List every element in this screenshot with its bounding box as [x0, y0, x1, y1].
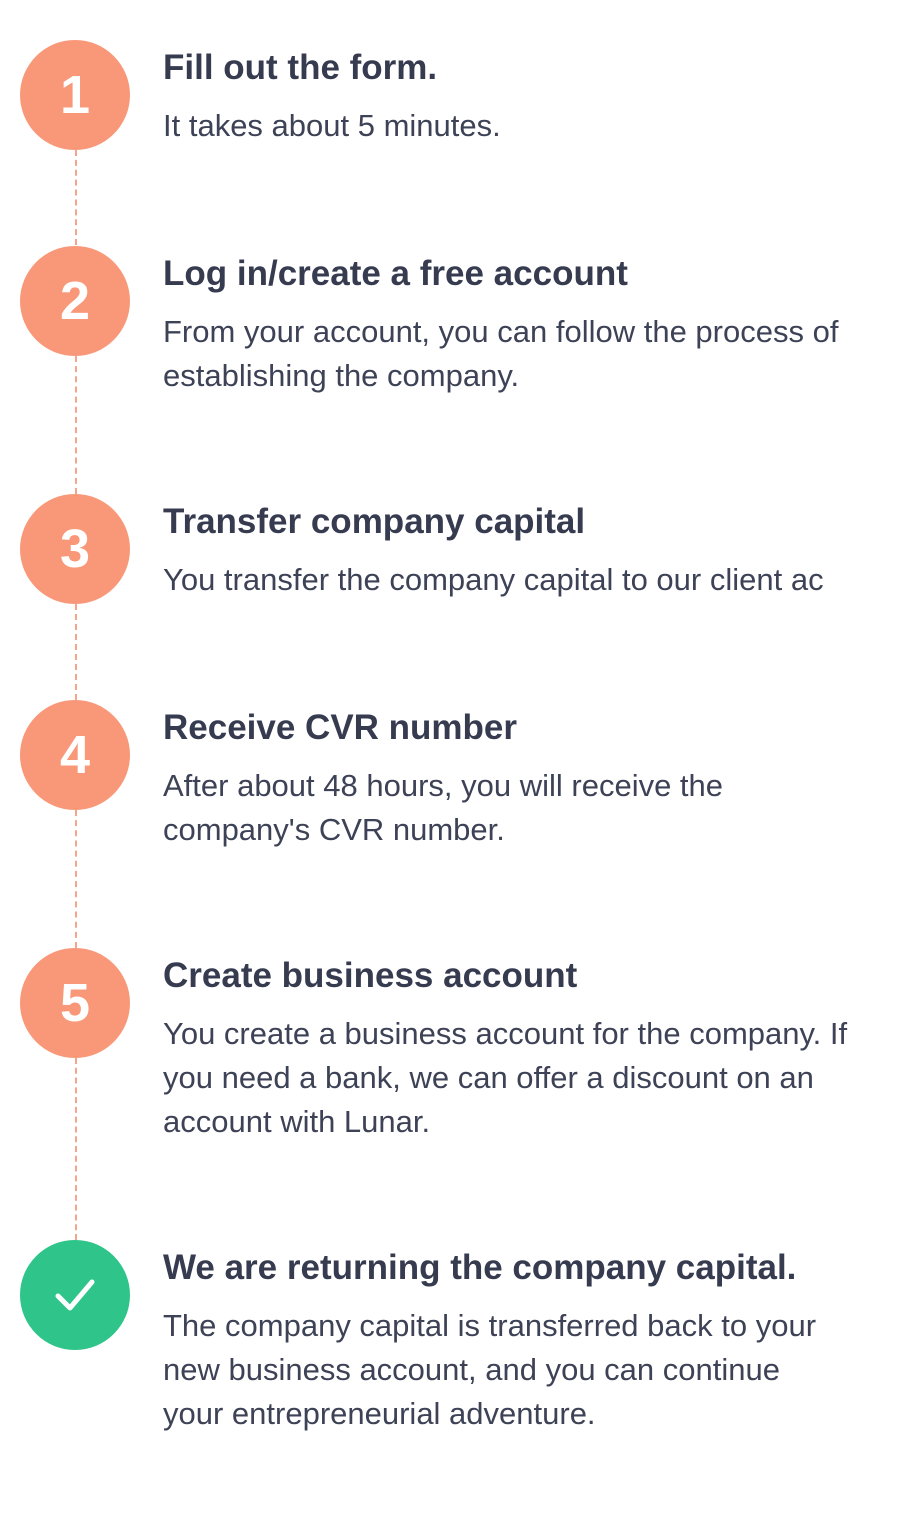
- step-number-badge: 4: [20, 700, 130, 810]
- step-title: Create business account: [163, 956, 578, 995]
- step-number-badge: 1: [20, 40, 130, 150]
- step-number: 2: [59, 271, 91, 331]
- step-content: Fill out the form. It takes about 5 minu…: [163, 48, 900, 148]
- step-description: You create a business account for the co…: [163, 1016, 848, 1139]
- timeline-connector: [75, 1058, 77, 1240]
- step-content: Create business account You create a bus…: [163, 956, 900, 1144]
- step-content: Log in/create a free account From your a…: [163, 254, 900, 398]
- step-number: 5: [59, 973, 91, 1033]
- step-content: We are returning the company capital. Th…: [163, 1248, 900, 1436]
- step-description: It takes about 5 minutes.: [163, 108, 501, 143]
- step-description: You transfer the company capital to our …: [163, 562, 824, 597]
- step-description: After about 48 hours, you will receive t…: [163, 768, 724, 847]
- step-number-badge: 2: [20, 246, 130, 356]
- checkmark-icon: [55, 1279, 95, 1311]
- step-description: From your account, you can follow the pr…: [163, 314, 839, 393]
- step-title: Log in/create a free account: [163, 254, 628, 293]
- step-description: The company capital is transferred back …: [163, 1308, 817, 1431]
- timeline-connector: [75, 150, 77, 245]
- step-title: Receive CVR number: [163, 708, 518, 747]
- step-number-badge: 3: [20, 494, 130, 604]
- step-number: 4: [59, 725, 91, 785]
- step-title: Transfer company capital: [163, 502, 586, 541]
- completed-badge: [20, 1240, 130, 1350]
- step-content: Receive CVR number After about 48 hours,…: [163, 708, 900, 852]
- timeline-connector: [75, 604, 77, 700]
- timeline-connector: [75, 810, 77, 948]
- step-number: 1: [59, 65, 91, 125]
- step-number-badge: 5: [20, 948, 130, 1058]
- timeline-connector: [75, 356, 77, 494]
- step-content: Transfer company capital You transfer th…: [163, 502, 900, 602]
- step-number: 3: [59, 519, 91, 579]
- step-title: Fill out the form.: [163, 48, 438, 87]
- step-title: We are returning the company capital.: [163, 1248, 797, 1287]
